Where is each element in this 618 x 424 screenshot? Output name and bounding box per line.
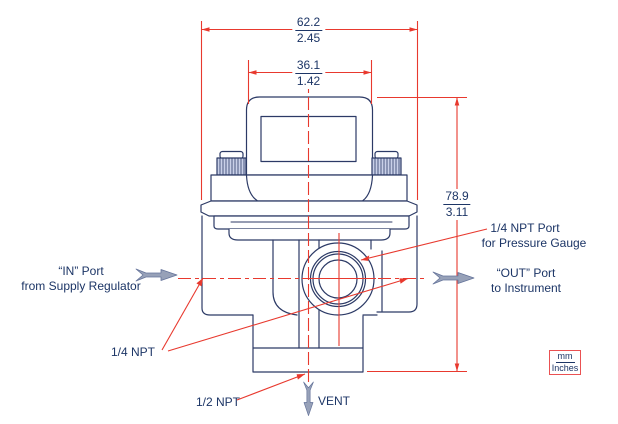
- gauge-leader-line: [360, 228, 488, 261]
- dim-overall-width-in: 2.45: [296, 31, 321, 45]
- gauge-port-label-line1: 1/4 NPT Port: [490, 221, 560, 235]
- dim-overall-width: 62.2 2.45: [291, 15, 326, 46]
- dim-overall-height-mm: 78.9: [443, 189, 471, 205]
- right-knurled-screw: [371, 150, 402, 176]
- vent-leader-line: [236, 373, 306, 401]
- ext-lines-36: [247, 60, 373, 104]
- out-port-label: “OUT” Port to Instrument: [491, 266, 561, 296]
- vent-label: VENT: [317, 394, 351, 408]
- dim-overall-height: 78.9 3.11: [440, 189, 474, 220]
- units-legend-mm: mm: [555, 351, 575, 363]
- ext-lines-78: [367, 96, 467, 373]
- quarter-npt-label: 1/4 NPT: [110, 345, 156, 359]
- in-flow-arrow-icon: [135, 268, 178, 282]
- gauge-port-label-line2: for Pressure Gauge: [481, 236, 587, 250]
- dim-knob-width-mm: 36.1: [294, 58, 323, 74]
- npt-leader-out: [167, 277, 409, 352]
- npt-leader-in: [161, 277, 204, 351]
- body-outline: [201, 215, 418, 316]
- left-knurled-screw: [216, 150, 247, 176]
- units-legend-inches: Inches: [551, 363, 579, 373]
- body-inner-contours: [272, 239, 383, 316]
- dim-knob-width-in: 1.42: [296, 74, 321, 88]
- out-port-label-line1: “OUT” Port: [496, 266, 556, 280]
- in-port-label: “IN” Port from Supply Regulator: [21, 264, 140, 294]
- units-legend-box: mm Inches: [549, 350, 581, 375]
- out-port-label-line2: to Instrument: [490, 281, 562, 295]
- half-npt-label: 1/2 NPT: [195, 395, 241, 409]
- dim-overall-height-in: 3.11: [445, 205, 469, 219]
- gauge-crosshair: [302, 233, 376, 346]
- dimension-arrowheads: [196, 27, 460, 380]
- in-port-label-line2: from Supply Regulator: [21, 279, 141, 293]
- out-flow-arrow-icon: [432, 271, 475, 285]
- ext-lines-62: [200, 21, 419, 200]
- dim-knob-width: 36.1 1.42: [291, 58, 326, 89]
- housing-plate-lower: [228, 228, 391, 241]
- neck-and-base: [252, 314, 364, 373]
- dim-overall-width-mm: 62.2: [294, 15, 323, 31]
- vent-arrow-icon: [303, 381, 314, 417]
- regulator-drawing: [200, 96, 418, 373]
- in-port-label-line1: “IN” Port: [58, 264, 104, 278]
